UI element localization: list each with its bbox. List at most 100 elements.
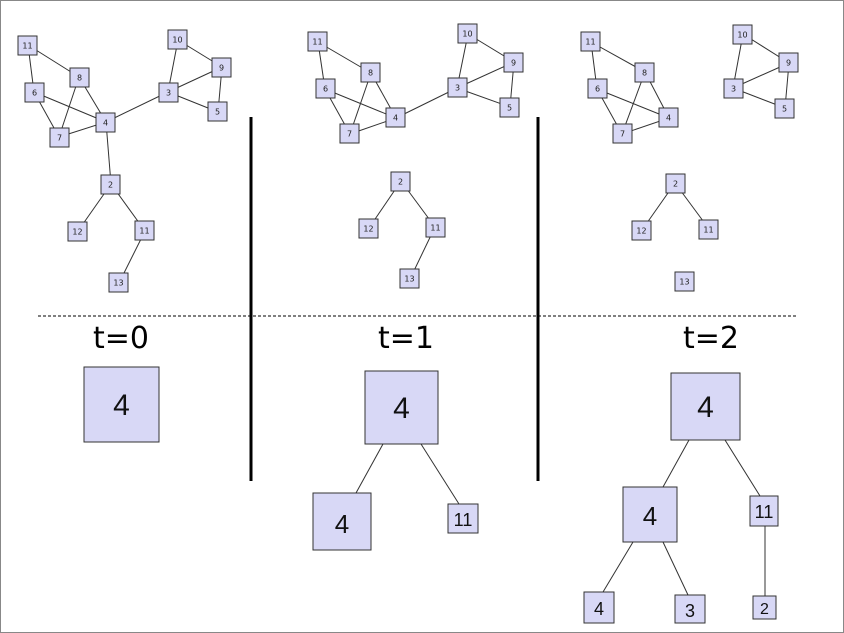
svg-text:11: 11 — [755, 502, 774, 522]
tree-t0: 4 — [83, 366, 160, 443]
svg-text:10: 10 — [172, 36, 182, 45]
edge — [662, 439, 690, 488]
svg-text:3: 3 — [731, 85, 736, 94]
svg-text:7: 7 — [347, 130, 352, 139]
svg-text:3: 3 — [455, 84, 460, 93]
svg-text:2: 2 — [398, 178, 403, 187]
graph-node: 7 — [339, 123, 360, 144]
graph-node: 10 — [167, 29, 188, 50]
svg-text:11: 11 — [22, 42, 32, 51]
svg-text:5: 5 — [507, 104, 512, 113]
graph-node: 2 — [100, 174, 121, 195]
svg-text:13: 13 — [679, 278, 689, 287]
time-labels: t=0 t=1 t=2 — [93, 321, 739, 356]
time-label-t1: t=1 — [378, 321, 434, 356]
svg-text:11: 11 — [430, 224, 440, 233]
svg-text:8: 8 — [368, 69, 373, 78]
graph-node: 4 — [95, 112, 116, 133]
svg-text:9: 9 — [511, 59, 516, 68]
edge — [395, 87, 458, 119]
svg-text:4: 4 — [697, 391, 714, 424]
svg-text:4: 4 — [594, 599, 604, 619]
graph-node: 11 — [425, 217, 446, 238]
time-label-t0: t=0 — [93, 321, 149, 356]
edge — [355, 443, 384, 494]
graph-node: 13 — [399, 268, 420, 289]
svg-text:4: 4 — [103, 119, 108, 128]
tree-node: 4 — [364, 370, 439, 445]
graph-panel-t1: 11 8 6 7 4 10 9 3 5 2 12 11 13 — [307, 23, 524, 289]
tree-node: 4 — [622, 486, 678, 543]
svg-text:13: 13 — [404, 275, 414, 284]
svg-text:9: 9 — [786, 59, 791, 68]
graph-node: 6 — [24, 82, 45, 103]
svg-text:3: 3 — [166, 89, 171, 98]
graph-node: 12 — [631, 220, 652, 241]
tree-t2: 4 4 11 4 3 2 — [583, 372, 779, 624]
graph-node: 11 — [134, 220, 155, 241]
time-label-t2: t=2 — [683, 321, 739, 356]
svg-text:2: 2 — [760, 601, 769, 618]
graph-node: 8 — [360, 62, 381, 83]
edge — [33, 91, 107, 123]
graph-node: 13 — [674, 271, 695, 292]
svg-text:13: 13 — [113, 279, 123, 288]
svg-text:12: 12 — [363, 225, 373, 234]
graph-node: 11 — [17, 35, 38, 56]
graph-node: 5 — [207, 101, 228, 122]
svg-text:4: 4 — [393, 392, 410, 425]
graph-node: 8 — [69, 67, 90, 88]
tree-t1: 4 4 11 — [312, 370, 479, 551]
tree-node: 4 — [583, 591, 615, 624]
tree-node: 11 — [447, 503, 479, 534]
svg-text:8: 8 — [77, 74, 82, 83]
graph-panel-t2: 11 8 6 7 4 10 9 3 5 2 12 11 13 — [580, 24, 799, 292]
tree-node: 2 — [752, 595, 777, 620]
graph-node: 3 — [723, 78, 744, 99]
svg-text:10: 10 — [462, 30, 472, 39]
graph-node: 3 — [447, 77, 468, 98]
svg-text:11: 11 — [139, 227, 149, 236]
graph-node: 7 — [612, 123, 633, 144]
svg-text:12: 12 — [72, 228, 82, 237]
graph-node: 4 — [658, 107, 679, 128]
graph-panel-t0: 11 8 6 7 4 10 9 3 5 2 12 11 13 — [17, 29, 232, 293]
graph-node: 10 — [457, 23, 478, 44]
svg-text:4: 4 — [113, 389, 130, 422]
svg-text:4: 4 — [335, 509, 349, 539]
svg-text:7: 7 — [620, 130, 625, 139]
svg-text:2: 2 — [673, 180, 678, 189]
svg-text:12: 12 — [636, 227, 646, 236]
graph-node: 10 — [732, 24, 753, 45]
graph-node: 5 — [499, 97, 520, 118]
graph-node: 9 — [503, 52, 524, 73]
svg-text:11: 11 — [312, 38, 322, 47]
svg-text:8: 8 — [642, 69, 647, 78]
svg-text:6: 6 — [323, 85, 328, 94]
svg-text:11: 11 — [454, 510, 473, 530]
svg-text:7: 7 — [57, 134, 62, 143]
graph-node: 11 — [307, 31, 328, 52]
graph-node: 6 — [315, 78, 336, 99]
svg-text:3: 3 — [685, 601, 695, 621]
graph-node: 13 — [108, 272, 129, 293]
svg-text:10: 10 — [737, 31, 747, 40]
svg-text:9: 9 — [219, 64, 224, 73]
graph-node: 9 — [778, 52, 799, 73]
graph-node: 6 — [587, 78, 608, 99]
graph-node: 11 — [580, 31, 601, 52]
edge — [662, 541, 689, 596]
graph-node: 3 — [158, 82, 179, 103]
svg-text:5: 5 — [782, 105, 787, 114]
graph-node: 12 — [67, 221, 88, 242]
graph-node: 5 — [774, 98, 795, 119]
svg-text:2: 2 — [108, 181, 113, 190]
edge — [105, 91, 169, 123]
tree-node: 3 — [674, 594, 706, 624]
graph-node: 11 — [698, 219, 719, 240]
svg-text:4: 4 — [393, 114, 398, 123]
graph-node: 2 — [390, 171, 411, 192]
edge — [724, 439, 761, 497]
